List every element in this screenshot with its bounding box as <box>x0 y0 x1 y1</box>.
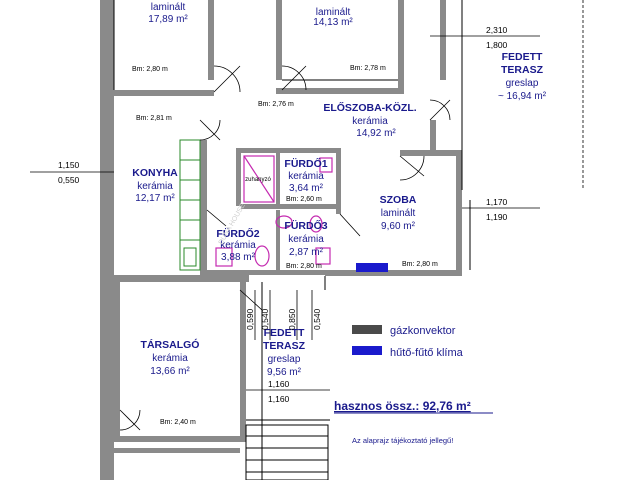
dim-vertical-4: 0,540 <box>312 308 322 330</box>
room-bath3-material: kerámia <box>288 234 324 245</box>
terrace-bottom-area: 9,56 m² <box>267 367 302 378</box>
dim-top-right-upper: 2,310 <box>486 25 508 35</box>
room-top-left-area: 17,89 m² <box>148 14 188 25</box>
room-lounge-area: 13,66 m² <box>150 366 190 377</box>
room-hallway-name: ELŐSZOBA-KÖZL. <box>323 101 416 114</box>
disclaimer-note: Az alaprajz tájékoztató jellegű! <box>352 436 453 445</box>
dim-right-mid-upper: 1,170 <box>486 197 508 207</box>
room-bath3-height: Bm: 2,80 m <box>286 263 322 270</box>
room-hallway: Bm: 2,76 m ELŐSZOBA-KÖZL. kerámia 14,92 … <box>258 101 417 139</box>
room-bath1-fixture: zuhanyzó <box>245 177 271 183</box>
room-kitchen-material: kerámia <box>137 181 173 192</box>
room-kitchen-area: 12,17 m² <box>135 193 175 204</box>
terrace-top-area: ~ 16,94 m² <box>498 91 547 102</box>
room-kitchen-name: KONYHA <box>132 167 178 179</box>
doors <box>119 65 451 431</box>
terrace-top-name-1: FEDETT <box>502 51 543 63</box>
walls <box>100 0 462 480</box>
room-szoba-height: Bm: 2,80 m <box>402 261 438 268</box>
climate-legend-icon <box>352 346 382 355</box>
room-top-left-material: laminált <box>151 2 186 13</box>
bathroom-fixtures <box>215 155 333 267</box>
total-area: hasznos össz.: 92,76 m² <box>334 399 471 413</box>
dimension-texts: 2,310 1,800 1,150 0,550 1,170 1,190 1,16… <box>58 25 508 404</box>
room-bath1-area: 3,64 m² <box>289 183 324 194</box>
dim-vertical-2: 0,540 <box>260 308 270 330</box>
room-bath3-name: FÜRDŐ3 <box>284 219 327 232</box>
room-szoba-area: 9,60 m² <box>381 221 416 232</box>
room-szoba: SZOBA laminált 9,60 m² Bm: 2,80 m <box>380 194 438 268</box>
room-bath3: FÜRDŐ3 kerámia 2,87 m² Bm: 2,80 m <box>284 219 327 270</box>
room-top-middle: laminált 14,13 m² Bm: 2,78 m <box>313 7 386 72</box>
dim-bottom-lower: 1,160 <box>268 394 290 404</box>
thin-lines <box>113 0 471 460</box>
room-bath2: FÜRDŐ2 kerámia 3,88 m² <box>216 227 259 263</box>
room-bath2-area: 3,88 m² <box>221 252 256 263</box>
room-bath1: FÜRDŐ1 zuhanyzó kerámia 3,64 m² Bm: 2,60… <box>245 157 328 203</box>
room-bath2-material: kerámia <box>220 240 256 251</box>
stairs <box>245 424 329 480</box>
room-covered-terrace-top: FEDETT TERASZ greslap ~ 16,94 m² <box>498 51 547 102</box>
room-covered-terrace-bottom: FEDETT TERASZ greslap 9,56 m² <box>263 327 306 378</box>
room-hallway-material: kerámia <box>352 116 388 127</box>
kitchen-cabinets <box>179 139 201 271</box>
terrace-bottom-name-1: FEDETT <box>264 327 305 339</box>
room-szoba-material: laminált <box>381 208 416 219</box>
terrace-bottom-name-2: TERASZ <box>263 340 306 352</box>
dim-top-right-lower: 1,800 <box>486 40 508 50</box>
room-top-left: laminált 17,89 m² Bm: 2,80 m <box>132 2 188 73</box>
room-lounge: TÁRSALGÓ kerámia 13,66 m² Bm: 2,40 m <box>141 338 200 426</box>
terrace-top-name-2: TERASZ <box>501 64 544 76</box>
room-hallway-height: Bm: 2,76 m <box>258 101 294 108</box>
terrace-bottom-material: greslap <box>268 354 301 365</box>
room-top-middle-material: laminált <box>316 7 351 18</box>
room-kitchen: Bm: 2,81 m KONYHA kerámia 12,17 m² <box>132 115 178 204</box>
room-top-middle-area: 14,13 m² <box>313 17 353 28</box>
dim-left-upper: 1,150 <box>58 160 80 170</box>
legend-climate: hűtő-fűtő klíma <box>390 347 464 359</box>
room-lounge-name: TÁRSALGÓ <box>141 338 200 351</box>
dim-bottom-upper: 1,160 <box>268 379 290 389</box>
room-bath1-name: FÜRDŐ1 <box>284 157 327 170</box>
gas-convector-icon <box>352 325 382 334</box>
room-top-middle-height: Bm: 2,78 m <box>350 65 386 72</box>
room-lounge-material: kerámia <box>152 353 188 364</box>
dim-left-lower: 0,550 <box>58 175 80 185</box>
room-szoba-name: SZOBA <box>380 194 417 206</box>
dim-vertical-1: 0,590 <box>245 308 255 330</box>
legend: gázkonvektor hűtő-fűtő klíma <box>352 325 464 359</box>
terrace-top-material: greslap <box>506 78 539 89</box>
room-hallway-area: 14,92 m² <box>356 128 396 139</box>
room-bath2-name: FÜRDŐ2 <box>216 227 259 240</box>
room-kitchen-height: Bm: 2,81 m <box>136 115 172 122</box>
climate-unit-icon <box>356 263 388 272</box>
room-top-left-height: Bm: 2,80 m <box>132 66 168 73</box>
dimension-lines <box>30 0 584 391</box>
dim-right-mid-lower: 1,190 <box>486 212 508 222</box>
room-lounge-height: Bm: 2,40 m <box>160 419 196 426</box>
room-bath1-height: Bm: 2,60 m <box>286 196 322 203</box>
dim-vertical-3: 0,850 <box>287 308 297 330</box>
room-bath3-area: 2,87 m² <box>289 247 324 258</box>
room-bath1-material: kerámia <box>288 171 324 182</box>
legend-gas-convector: gázkonvektor <box>390 325 456 337</box>
